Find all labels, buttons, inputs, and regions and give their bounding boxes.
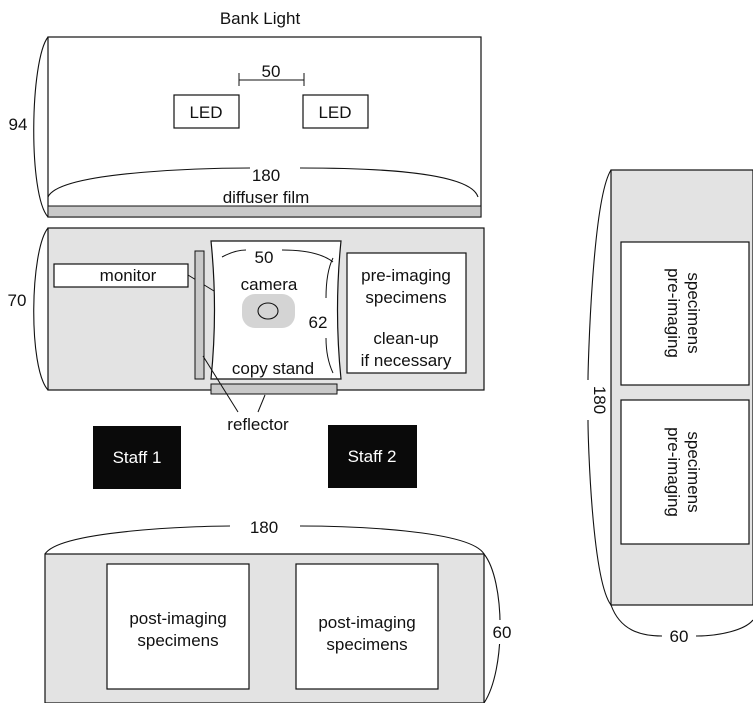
post-tray-1-line2: specimens [137, 631, 218, 650]
bank-light-width-dim: 180 [252, 166, 280, 185]
post-tray-2-line1: post-imaging [318, 613, 415, 632]
pre-imaging-line1: pre-imaging [361, 266, 451, 285]
post-tray-2-line2: specimens [326, 635, 407, 654]
camera-label: camera [241, 275, 298, 294]
reflector-pointer-horizontal [257, 394, 266, 413]
led-left-label: LED [189, 103, 222, 122]
staff-1-block [93, 426, 181, 489]
led-spacing-dim: 50 [262, 62, 281, 81]
staff-2-block [328, 425, 417, 488]
stand-depth-dim: 62 [309, 313, 328, 332]
side-table-width-arc [610, 604, 753, 637]
stand-width-dim: 50 [255, 248, 274, 267]
post-table-width-arc [44, 525, 485, 555]
staff-2-label: Staff 2 [348, 447, 397, 466]
reflector-vertical [194, 250, 205, 380]
side-table-length-dim: 180 [590, 386, 609, 414]
cleanup-line1: clean-up [373, 329, 438, 348]
led-right-box [302, 94, 369, 129]
side-pre-imaging-tray-2 [620, 399, 750, 545]
stand-width-arc [221, 249, 334, 263]
bank-light-width-arc [47, 167, 479, 198]
side-tray-2-line1: pre-imaging [664, 427, 683, 517]
post-table-depth-dim: 60 [493, 623, 512, 642]
stand-depth-arc [325, 257, 334, 374]
side-pre-imaging-tray-1 [620, 241, 750, 386]
reflector-label: reflector [227, 415, 289, 434]
side-table-length-brace [587, 169, 612, 606]
bank-light-height-brace [33, 36, 49, 218]
pre-imaging-line2: specimens [365, 288, 446, 307]
post-table-width-dim: 180 [250, 518, 278, 537]
table-height-dim: 70 [8, 291, 27, 310]
led-right-label: LED [318, 103, 351, 122]
bank-light-height-dim: 94 [9, 115, 28, 134]
copy-stand-label: copy stand [232, 359, 314, 378]
side-tray-1-line2: specimens [684, 272, 703, 353]
camera-lens-icon [257, 302, 279, 320]
side-tray-2-line2: specimens [684, 431, 703, 512]
post-imaging-tray-2 [295, 563, 439, 690]
monitor-label: monitor [100, 266, 157, 285]
side-table-width-dim: 60 [670, 627, 689, 646]
post-imaging-tray-1 [106, 563, 250, 690]
bank-light-box [47, 36, 482, 218]
diffuser-film-strip [47, 205, 482, 218]
reflector-pointer-vertical [202, 355, 239, 413]
bank-light-title: Bank Light [220, 9, 301, 28]
pre-imaging-tray [346, 252, 467, 374]
diffuser-film-label: diffuser film [223, 188, 310, 207]
led-left-box [173, 94, 240, 129]
table-height-brace [33, 227, 49, 391]
staff-1-label: Staff 1 [113, 448, 162, 467]
post-tray-1-line1: post-imaging [129, 609, 226, 628]
reflector-horizontal [210, 383, 338, 395]
side-tray-1-line1: pre-imaging [664, 268, 683, 358]
camera-body [242, 294, 295, 328]
cleanup-line2: if necessary [361, 351, 452, 370]
